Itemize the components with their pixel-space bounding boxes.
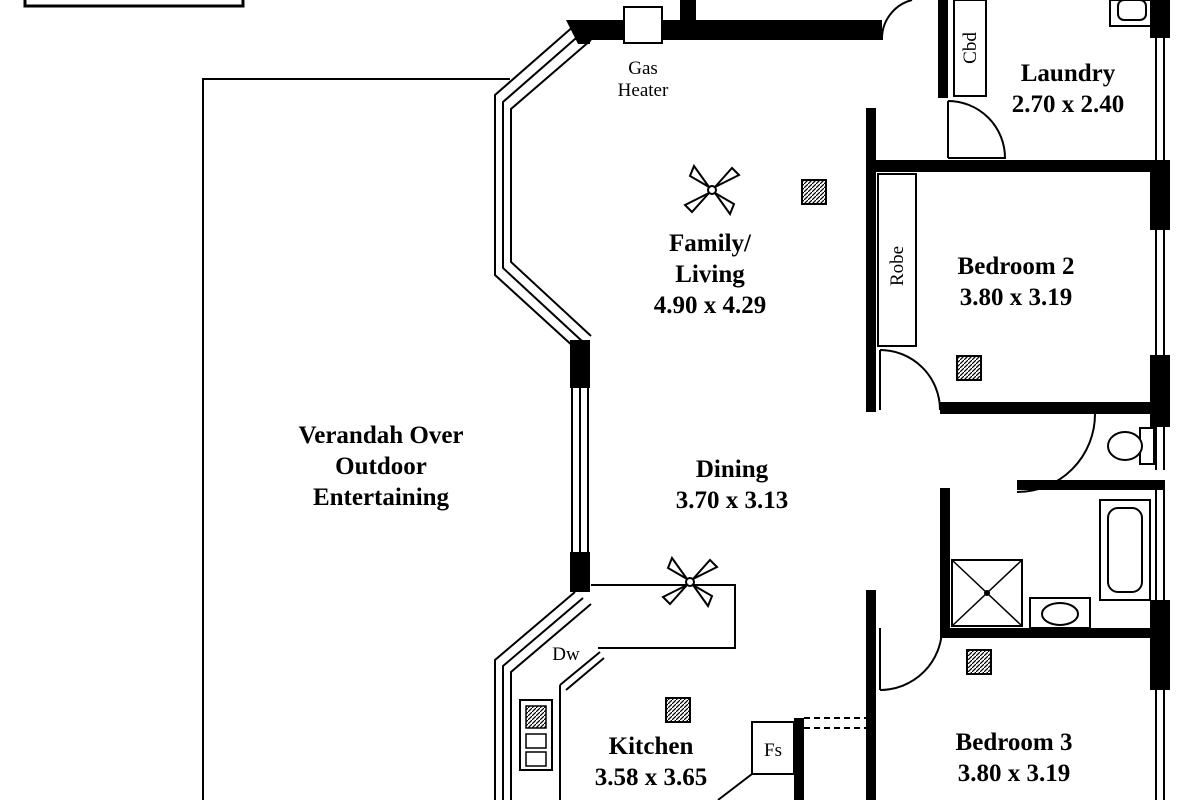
laundry-door-swing: [947, 100, 1007, 159]
vent-icon: [966, 649, 992, 675]
wc-door-swing: [1016, 413, 1096, 493]
cbd-label: Cbd: [960, 32, 981, 64]
laundry-dims: 2.70 x 2.40: [1012, 91, 1125, 118]
bedroom3-walls: [879, 627, 1165, 800]
bedroom2-walls: [876, 160, 1170, 427]
bedroom2-door-swing: [879, 349, 941, 411]
family-living-label-1: Family/: [669, 230, 752, 257]
bedroom2-dims: 3.80 x 3.19: [960, 284, 1073, 311]
top-left-frame: [23, 0, 245, 8]
kitchen-benches: [519, 584, 866, 800]
vent-icon: [665, 697, 691, 723]
laundry-label: Laundry: [1021, 60, 1116, 87]
robe-label: Robe: [887, 246, 908, 286]
fs-label: Fs: [764, 740, 782, 761]
bathtub-icon: [1099, 499, 1151, 601]
bedroom3-door-swing: [879, 627, 943, 691]
robe: [877, 173, 917, 347]
kitchen-dims: 3.58 x 3.65: [595, 764, 708, 791]
family-living-dims: 4.90 x 4.29: [654, 292, 767, 319]
dining-dims: 3.70 x 3.13: [676, 487, 789, 514]
ceiling-fan-icon: [661, 555, 719, 609]
verandah-outline: [202, 78, 510, 800]
gas-heater-icon: [623, 6, 663, 44]
verandah-label-1: Verandah Over: [298, 422, 463, 449]
gas-heater-label-1: Gas: [628, 58, 658, 79]
cooktop-icon: [519, 699, 553, 771]
verandah-label-2: Outdoor: [335, 453, 427, 480]
corridor-wall: [866, 108, 876, 800]
gas-heater-label-2: Heater: [618, 80, 669, 101]
bedroom3-label: Bedroom 3: [956, 729, 1073, 756]
bay-window-wall: [494, 20, 592, 800]
dining-label: Dining: [696, 456, 769, 483]
cbd-cupboard: [953, 0, 987, 97]
laundry-walls: [938, 0, 1170, 160]
toilet-icon: [1107, 427, 1155, 465]
ceiling-fan-icon: [683, 163, 741, 217]
bathroom: [940, 488, 1170, 690]
bedroom3-dims: 3.80 x 3.19: [958, 760, 1071, 787]
vanity-basin-icon: [1029, 597, 1091, 629]
verandah-label-3: Entertaining: [313, 484, 450, 511]
vent-icon: [956, 355, 982, 381]
vent-icon: [801, 179, 827, 205]
kitchen-label: Kitchen: [609, 733, 694, 760]
dw-label: Dw: [552, 644, 580, 665]
family-living-label-2: Living: [675, 261, 745, 288]
wc: [1016, 413, 1165, 493]
shower-icon: [951, 559, 1023, 627]
bedroom2-label: Bedroom 2: [958, 253, 1075, 280]
living-top-wall: [575, 0, 882, 44]
door-swing-top: [880, 0, 913, 41]
